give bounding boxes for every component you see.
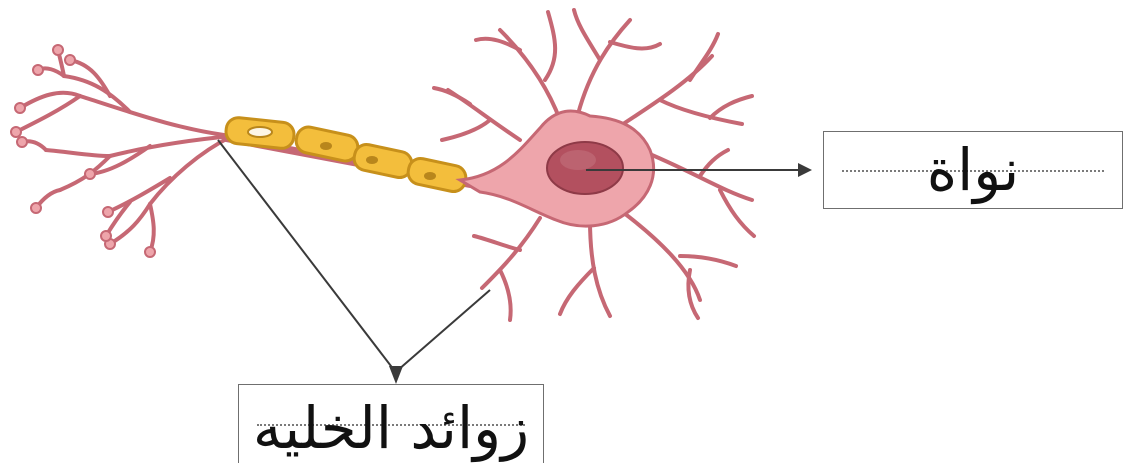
dendrites-label-box: زوائد الخليه [238,384,544,463]
nucleus-label-box: نواة [823,131,1123,209]
neuron [11,10,754,320]
nucleolus [560,150,596,170]
myelin-sheath [225,117,468,194]
dendrites-pointer-line-left [218,140,394,370]
dendrites-pointer-line-right [398,290,490,370]
axon-terminal-branches [16,50,232,252]
nucleus-arrowhead [798,163,812,177]
nucleus-label: نواة [927,141,1020,199]
dendrites-arrowhead [389,366,403,384]
dendrites-label: زوائد الخليه [253,399,529,457]
